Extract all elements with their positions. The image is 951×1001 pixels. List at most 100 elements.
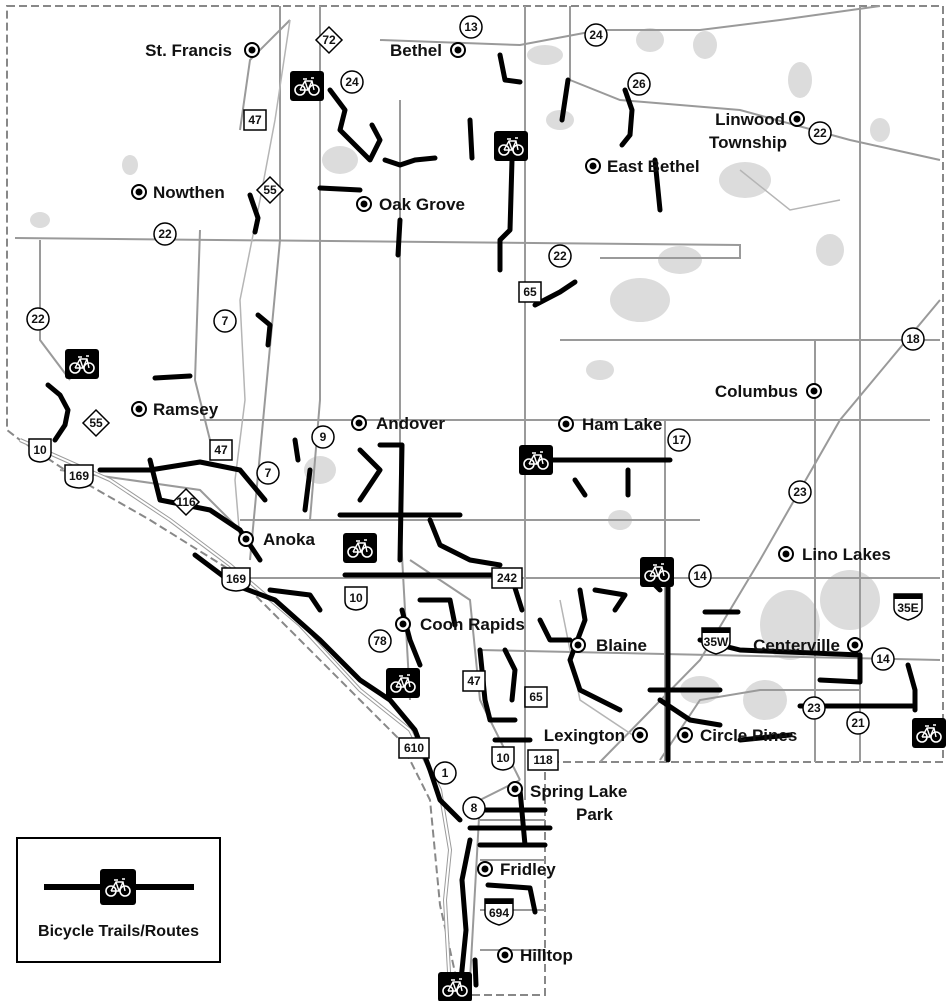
legend-label: Bicycle Trails/Routes — [38, 923, 199, 940]
svg-text:1: 1 — [442, 766, 449, 780]
us-highway-shield: 169 — [221, 567, 251, 592]
county-road-shield: 14 — [871, 647, 895, 671]
bicycle-icon — [385, 667, 421, 699]
county-road-shield: 7 — [256, 461, 280, 485]
county-road-shield: 17 — [667, 428, 691, 452]
svg-text:10: 10 — [349, 591, 363, 605]
svg-text:24: 24 — [589, 28, 603, 42]
river — [19, 19, 453, 991]
bicycle-icon — [437, 971, 473, 1001]
svg-text:10: 10 — [33, 443, 47, 457]
city-label-linwood-2: Township — [709, 133, 787, 152]
highway-shield: 610 — [398, 737, 430, 759]
bicycle-icon — [911, 717, 947, 749]
county-road-shield: 22 — [808, 121, 832, 145]
svg-text:169: 169 — [226, 572, 246, 586]
svg-text:55: 55 — [89, 416, 103, 430]
svg-text:14: 14 — [693, 569, 707, 583]
bicycle-icon — [518, 444, 554, 476]
county-road-shield: 21 — [846, 711, 870, 735]
svg-text:22: 22 — [553, 249, 567, 263]
svg-text:8: 8 — [471, 801, 478, 815]
svg-text:24: 24 — [345, 75, 359, 89]
svg-text:116: 116 — [176, 495, 196, 509]
interstate-shield: 35W — [701, 627, 731, 655]
us-highway-shield: 169 — [64, 464, 94, 489]
us-highway-shield: 10 — [491, 746, 515, 771]
highway-shield: 65 — [518, 281, 542, 303]
city-marker — [131, 184, 147, 200]
city-label-columbus: Columbus — [715, 382, 798, 401]
city-marker — [238, 531, 254, 547]
city-marker — [847, 637, 863, 653]
city-marker — [570, 637, 586, 653]
city-marker — [244, 42, 260, 58]
city-label-spring-lake-1: Spring Lake — [530, 782, 627, 801]
city-marker — [507, 781, 523, 797]
city-label-st-francis: St. Francis — [145, 41, 232, 60]
county-road-shield: 22 — [26, 307, 50, 331]
svg-text:47: 47 — [467, 674, 481, 688]
city-marker — [677, 727, 693, 743]
county-road-shield: 9 — [311, 425, 335, 449]
city-marker — [497, 947, 513, 963]
county-road-shield: 1 — [433, 761, 457, 785]
svg-text:14: 14 — [876, 652, 890, 666]
us-highway-shield: 10 — [344, 586, 368, 611]
bicycle-icon — [342, 532, 378, 564]
county-road-shield: 26 — [627, 72, 651, 96]
svg-text:22: 22 — [31, 312, 45, 326]
svg-text:610: 610 — [404, 741, 424, 755]
us-highway-shield: 10 — [28, 438, 52, 463]
county-road-shield: 14 — [688, 564, 712, 588]
svg-text:242: 242 — [497, 571, 517, 585]
city-label-centerville: Centerville — [753, 636, 840, 655]
city-label-anoka: Anoka — [263, 530, 316, 549]
city-marker — [585, 158, 601, 174]
svg-text:55: 55 — [263, 183, 277, 197]
lakes — [30, 28, 890, 720]
city-marker — [632, 727, 648, 743]
county-road-shield: 22 — [153, 222, 177, 246]
svg-text:18: 18 — [906, 332, 920, 346]
city-label-east-bethel: East Bethel — [607, 157, 700, 176]
county-road-shield: 13 — [459, 15, 483, 39]
city-marker — [558, 416, 574, 432]
state-road-shield: 72 — [314, 25, 344, 55]
city-marker — [131, 401, 147, 417]
svg-text:21: 21 — [851, 716, 865, 730]
bicycle-icon — [64, 348, 100, 380]
svg-text:10: 10 — [496, 751, 510, 765]
svg-text:23: 23 — [793, 485, 807, 499]
city-label-lexington: Lexington — [544, 726, 625, 745]
highway-shield: 47 — [209, 439, 233, 461]
city-label-lino-lakes: Lino Lakes — [802, 545, 891, 564]
svg-text:35W: 35W — [704, 635, 729, 649]
bicycle-icon — [289, 70, 325, 102]
city-label-spring-lake-2: Park — [576, 805, 613, 824]
svg-text:78: 78 — [373, 634, 387, 648]
svg-text:65: 65 — [529, 690, 543, 704]
svg-text:23: 23 — [807, 701, 821, 715]
highway-shield: 242 — [491, 567, 523, 589]
svg-text:65: 65 — [523, 285, 537, 299]
state-road-shield: 55 — [255, 175, 285, 205]
svg-text:694: 694 — [489, 906, 509, 920]
svg-text:26: 26 — [632, 77, 646, 91]
state-road-shield: 55 — [81, 408, 111, 438]
highway-shield: 118 — [527, 749, 559, 771]
svg-text:47: 47 — [248, 113, 262, 127]
county-road-shield: 18 — [901, 327, 925, 351]
interstate-shield: 35E — [893, 593, 923, 621]
county-road-shield: 7 — [213, 309, 237, 333]
county-road-shield: 8 — [462, 796, 486, 820]
city-label-ramsey: Ramsey — [153, 400, 219, 419]
county-road-shield: 22 — [548, 244, 572, 268]
city-label-blaine: Blaine — [596, 636, 647, 655]
city-marker — [778, 546, 794, 562]
city-marker — [477, 861, 493, 877]
city-label-andover: Andover — [376, 414, 445, 433]
svg-text:118: 118 — [533, 753, 553, 767]
